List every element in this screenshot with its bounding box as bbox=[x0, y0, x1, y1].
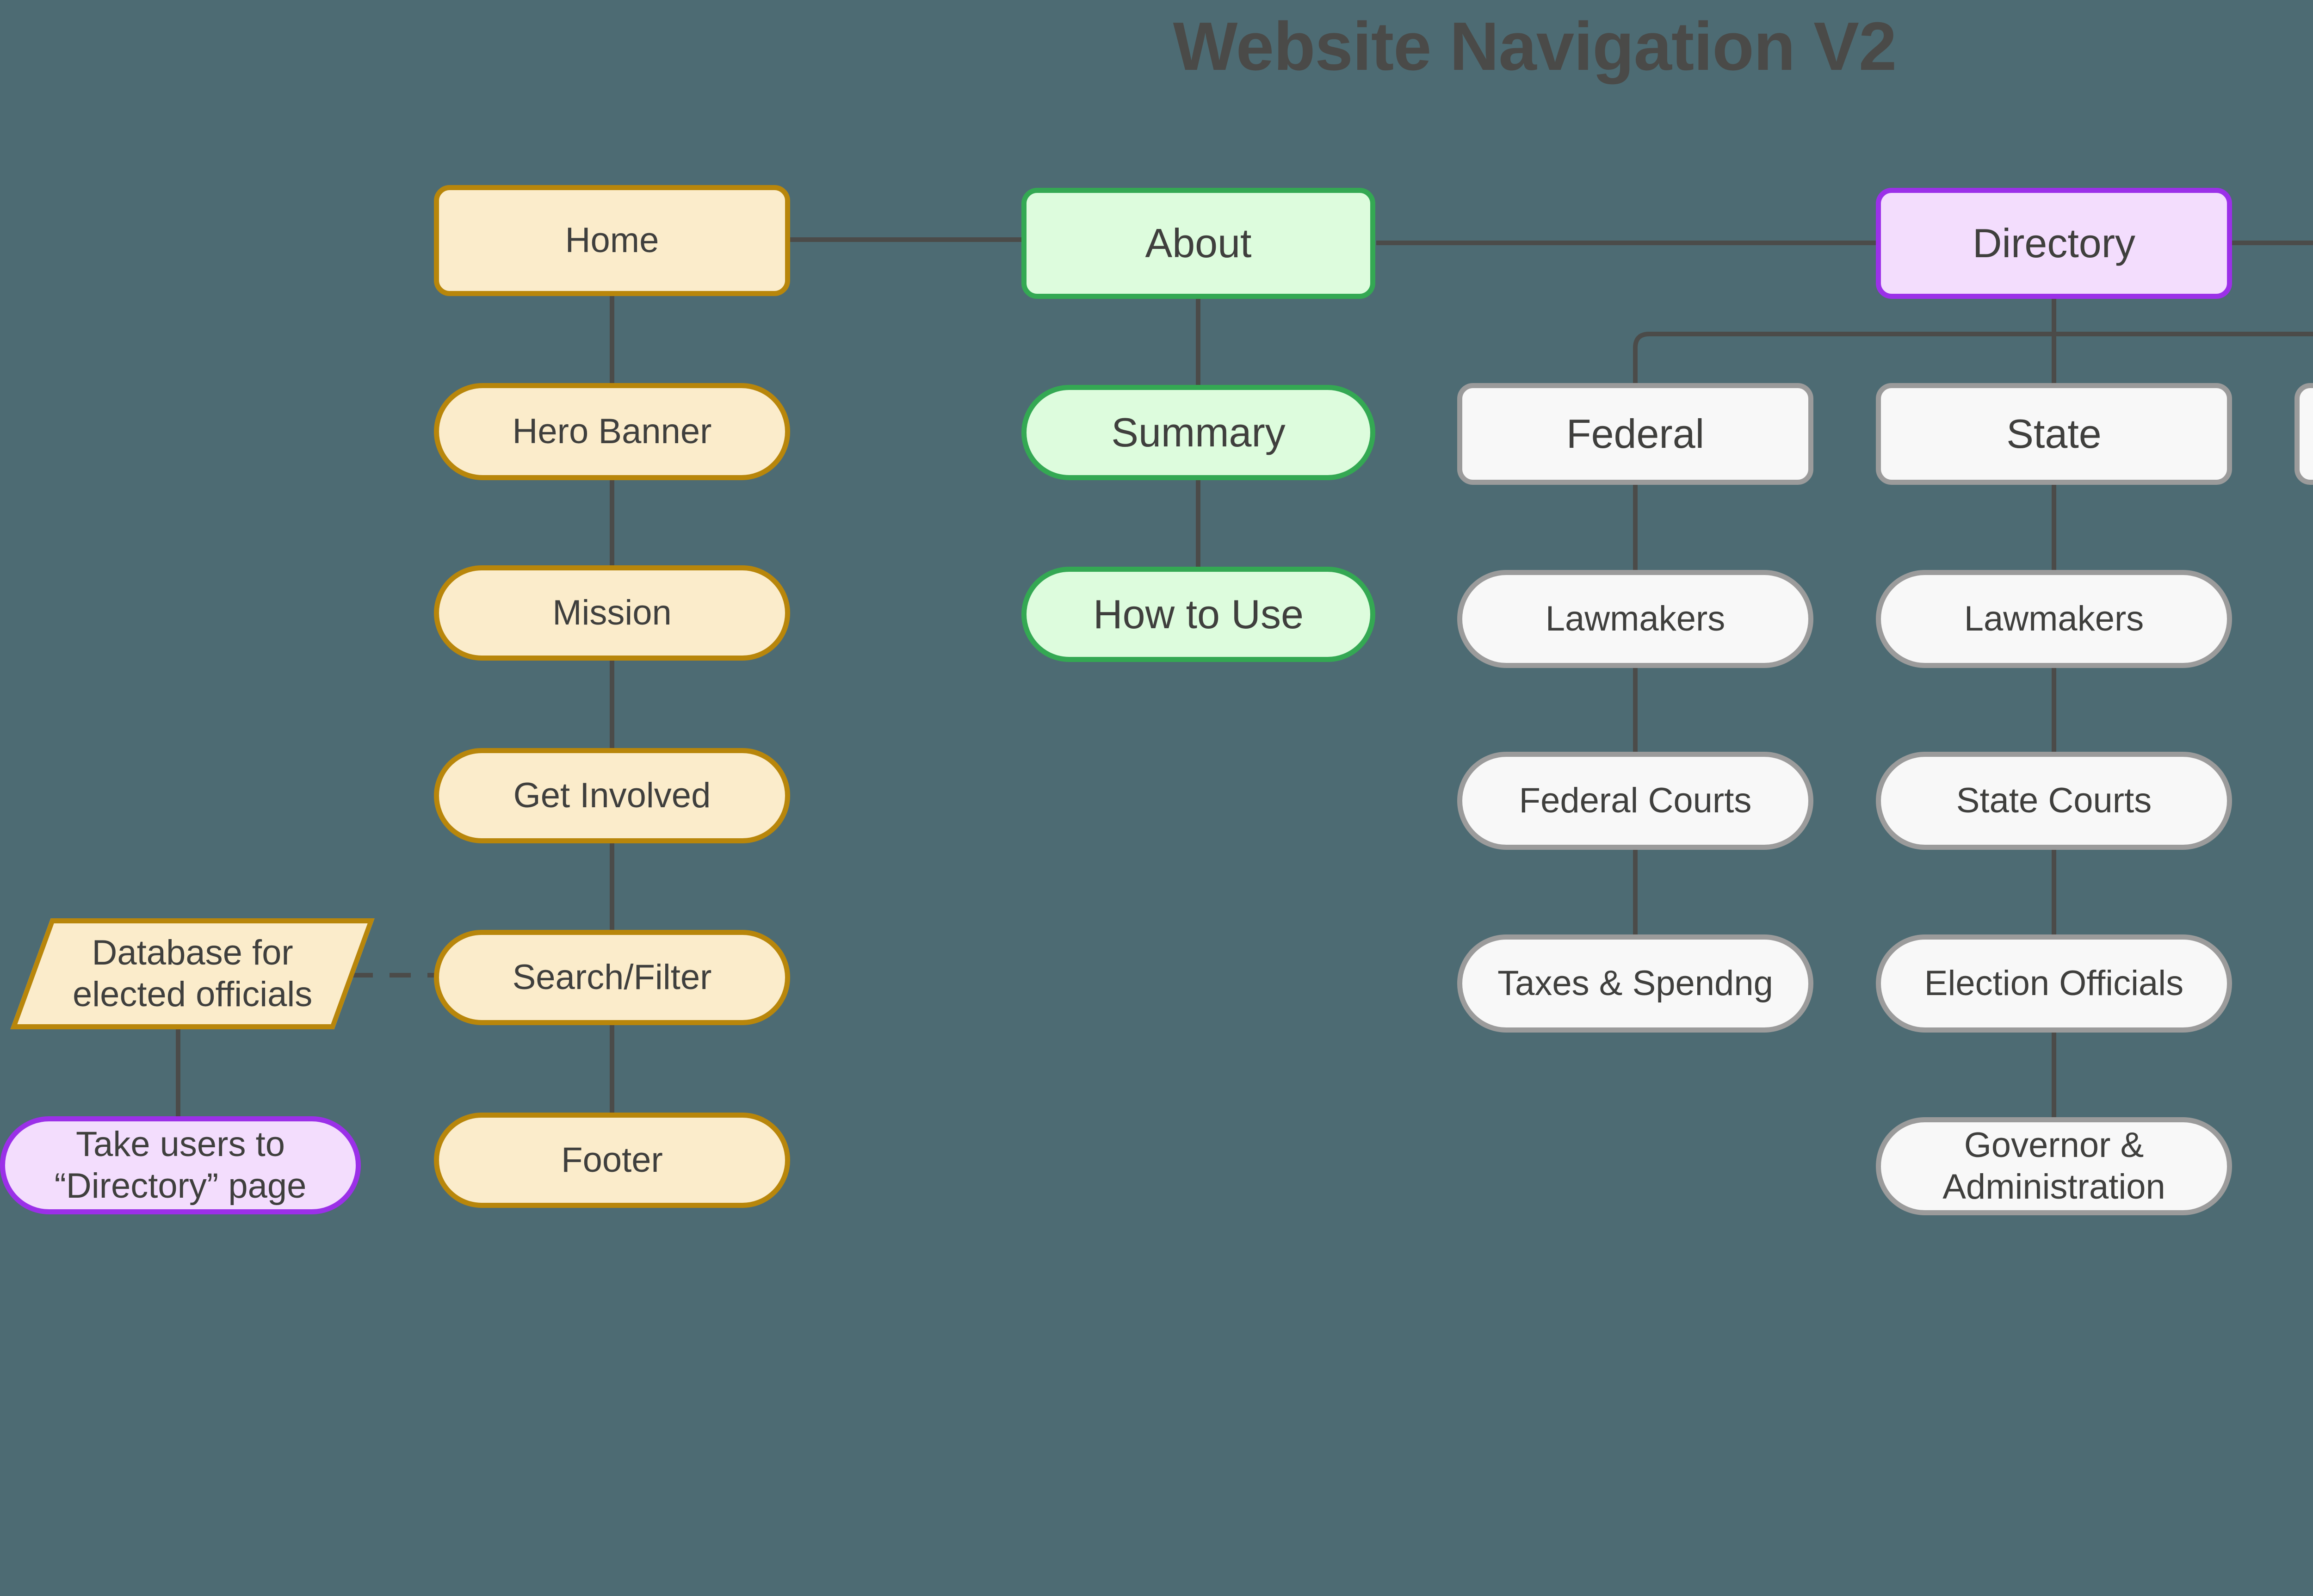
node-state[interactable]: State bbox=[1876, 383, 2232, 485]
node-federal-lawmakers[interactable]: Lawmakers bbox=[1457, 570, 1813, 668]
node-get-involved-sub-label: Get Involved bbox=[513, 776, 711, 816]
note-take-users-to-directory[interactable]: Take users to “Directory” page bbox=[0, 1116, 361, 1214]
note-database-line1: Database for bbox=[92, 933, 293, 973]
note-database-line2: elected officials bbox=[72, 975, 313, 1014]
node-federal-label: Federal bbox=[1566, 411, 1705, 457]
node-state-courts[interactable]: State Courts bbox=[1876, 752, 2232, 850]
node-footer[interactable]: Footer bbox=[434, 1113, 790, 1208]
node-governor-administration-label-line2: Administration bbox=[1942, 1167, 2165, 1206]
node-election-officials[interactable]: Election Officials bbox=[1876, 934, 2232, 1033]
edge-directory-federal bbox=[1633, 332, 2054, 385]
node-mission-label: Mission bbox=[552, 593, 672, 633]
node-federal-courts-label: Federal Courts bbox=[1519, 781, 1752, 821]
node-how-to-use[interactable]: How to Use bbox=[1021, 567, 1375, 662]
note-database-elected-officials[interactable]: Database for elected officials bbox=[10, 918, 375, 1029]
node-state-lawmakers[interactable]: Lawmakers bbox=[1876, 570, 2232, 668]
node-taxes-spending-label: Taxes & Spendng bbox=[1497, 964, 1773, 1003]
node-state-lawmakers-label: Lawmakers bbox=[1964, 599, 2144, 639]
node-hero-banner-label: Hero Banner bbox=[512, 412, 712, 452]
node-governor-administration[interactable]: Governor & Administration bbox=[1876, 1117, 2232, 1215]
node-directory[interactable]: Directory bbox=[1876, 188, 2232, 299]
node-summary[interactable]: Summary bbox=[1021, 385, 1375, 480]
edge-directory-local bbox=[2054, 332, 2313, 336]
page-title: Website Navigation V2 bbox=[1173, 8, 1897, 85]
node-about-label: About bbox=[1145, 220, 1252, 266]
node-mission[interactable]: Mission bbox=[434, 565, 790, 661]
node-state-courts-label: State Courts bbox=[1956, 781, 2152, 821]
note-directory-line2: “Directory” page bbox=[54, 1166, 307, 1206]
node-home[interactable]: Home bbox=[434, 185, 790, 296]
node-federal-courts[interactable]: Federal Courts bbox=[1457, 752, 1813, 850]
node-search-filter-label: Search/Filter bbox=[512, 958, 712, 997]
node-taxes-spending[interactable]: Taxes & Spendng bbox=[1457, 934, 1813, 1033]
node-federal[interactable]: Federal bbox=[1457, 383, 1813, 485]
node-about[interactable]: About bbox=[1021, 188, 1375, 299]
node-state-label: State bbox=[2006, 411, 2102, 457]
node-search-filter[interactable]: Search/Filter bbox=[434, 930, 790, 1025]
node-hero-banner[interactable]: Hero Banner bbox=[434, 383, 790, 480]
node-election-officials-label: Election Officials bbox=[1924, 964, 2184, 1003]
node-governor-administration-label-line1: Governor & bbox=[1964, 1126, 2144, 1165]
node-federal-lawmakers-label: Lawmakers bbox=[1545, 599, 1725, 639]
note-directory-line1: Take users to bbox=[76, 1125, 285, 1164]
node-directory-label: Directory bbox=[1972, 220, 2136, 266]
node-summary-label: Summary bbox=[1111, 409, 1286, 456]
node-local[interactable]: Local bbox=[2294, 383, 2313, 485]
node-get-involved-sub[interactable]: Get Involved bbox=[434, 748, 790, 843]
node-footer-label: Footer bbox=[561, 1140, 663, 1180]
node-home-label: Home bbox=[565, 221, 659, 260]
node-how-to-use-label: How to Use bbox=[1093, 591, 1304, 637]
